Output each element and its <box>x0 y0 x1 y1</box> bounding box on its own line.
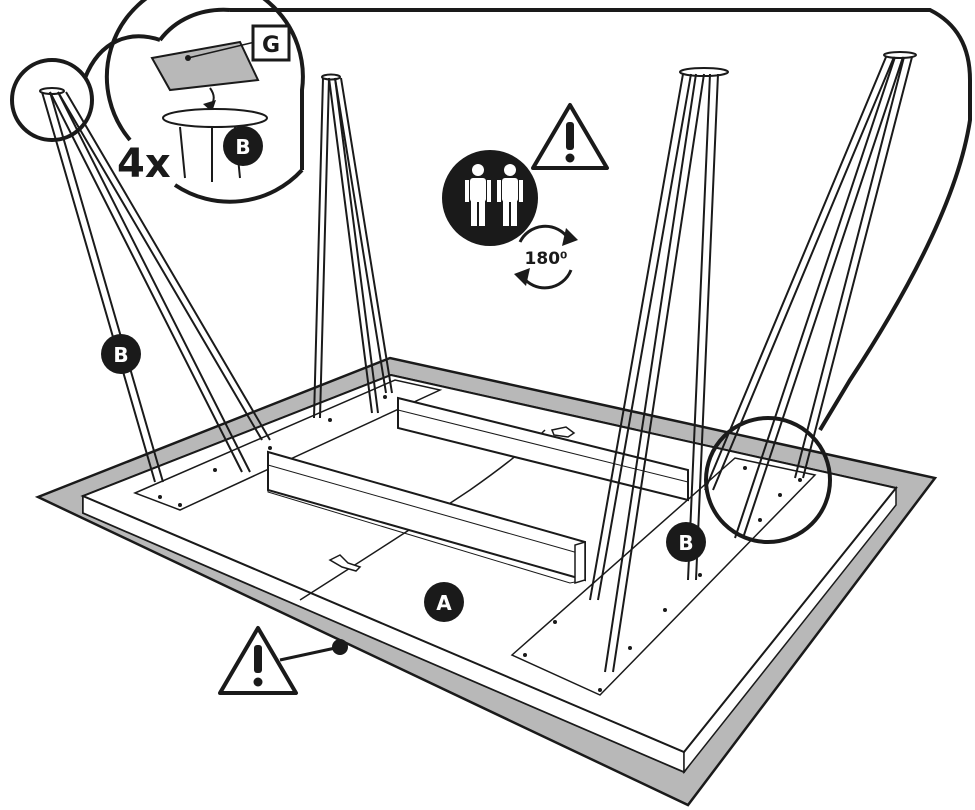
detail-circle-plate <box>704 416 832 544</box>
svg-text:B: B <box>678 531 693 555</box>
badge-b-callout: B <box>223 126 263 166</box>
mounting-plate-left <box>133 379 443 511</box>
detail-callout <box>10 0 305 204</box>
part-g-pad <box>150 40 260 92</box>
callout-connector <box>230 8 972 432</box>
leg-b-back-left <box>313 73 393 419</box>
badge-b-left: B <box>101 334 141 374</box>
two-people-icon <box>442 150 538 246</box>
bracket <box>328 426 576 572</box>
svg-text:A: A <box>436 591 452 615</box>
rotation-label: 180⁰ <box>525 249 568 269</box>
support-rail-back <box>397 396 689 502</box>
label-g: G <box>251 24 291 62</box>
rotate-arrows-icon: 180⁰ <box>514 224 578 290</box>
leg-b-front-left <box>39 87 271 483</box>
svg-text:B: B <box>235 135 250 159</box>
badge-b-right: B <box>666 522 706 562</box>
mounting-plate-right <box>510 457 817 696</box>
svg-text:B: B <box>113 343 128 367</box>
badge-a: A <box>424 582 464 622</box>
quantity-label: 4x <box>117 141 171 187</box>
leg-b-back-right <box>589 67 729 673</box>
leg-b-front-right <box>704 51 917 539</box>
warning-triangle-floor-icon <box>218 626 348 695</box>
support-rail-front <box>267 450 586 585</box>
label-g-text: G <box>262 33 280 58</box>
warning-triangle-icon <box>531 103 609 170</box>
